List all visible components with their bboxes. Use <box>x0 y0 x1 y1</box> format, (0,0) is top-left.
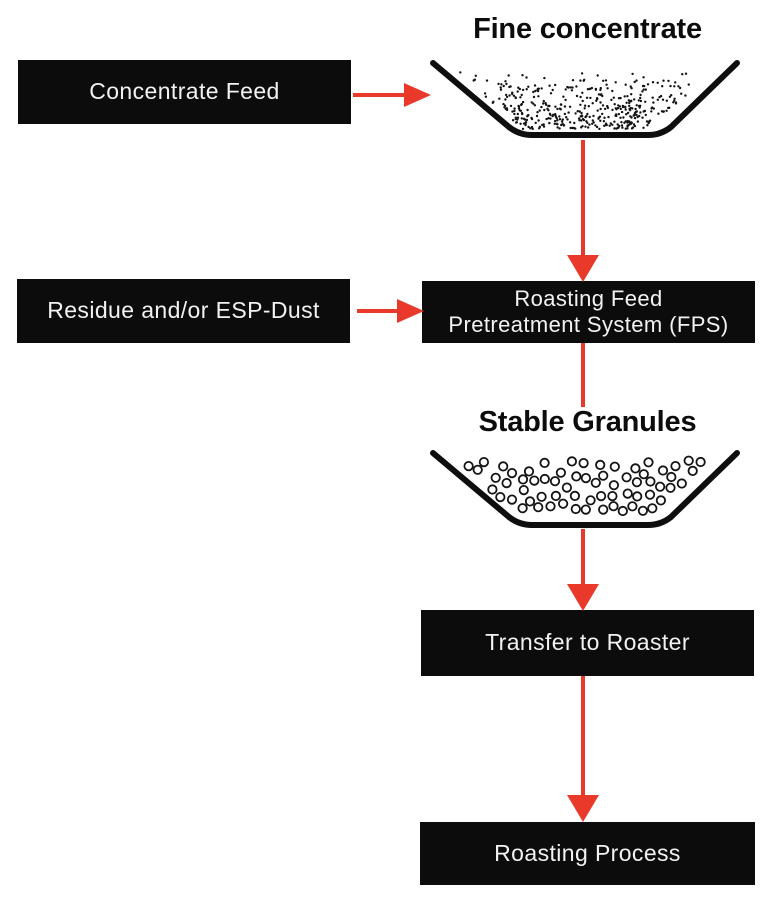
concentrate-feed-label: Concentrate Feed <box>89 78 280 105</box>
hopper-outline <box>430 450 740 528</box>
roasting-process-node: Roasting Process <box>420 822 755 885</box>
arrow-concentrate-feed-to-hopper <box>353 83 431 107</box>
arrow-transfer-to-roasting <box>567 676 599 822</box>
granule-particles <box>463 455 706 517</box>
fine-particles <box>459 71 690 131</box>
transfer-to-roaster-label: Transfer to Roaster <box>485 629 690 656</box>
hopper-outline <box>430 60 740 138</box>
arrow-residue-to-fps <box>357 299 424 323</box>
roasting-process-label: Roasting Process <box>494 839 681 866</box>
transfer-to-roaster-node: Transfer to Roaster <box>421 610 754 676</box>
fine-concentrate-hopper-icon <box>430 60 740 138</box>
arrow-hopper-to-fps <box>567 140 599 282</box>
stable-granules-hopper-icon <box>430 450 740 528</box>
residue-esp-dust-label: Residue and/or ESP-Dust <box>47 297 320 324</box>
arrow-granules-to-transfer <box>567 529 599 611</box>
stable-granules-title: Stable Granules <box>478 406 697 438</box>
fps-label-line2: Pretreatment System (FPS) <box>448 312 729 337</box>
concentrate-feed-node: Concentrate Feed <box>18 60 351 124</box>
fine-concentrate-title: Fine concentrate <box>473 13 702 45</box>
fps-node: Roasting Feed Pretreatment System (FPS) <box>422 281 755 343</box>
fps-label-line1: Roasting Feed <box>514 286 663 312</box>
residue-esp-dust-node: Residue and/or ESP-Dust <box>17 279 350 343</box>
